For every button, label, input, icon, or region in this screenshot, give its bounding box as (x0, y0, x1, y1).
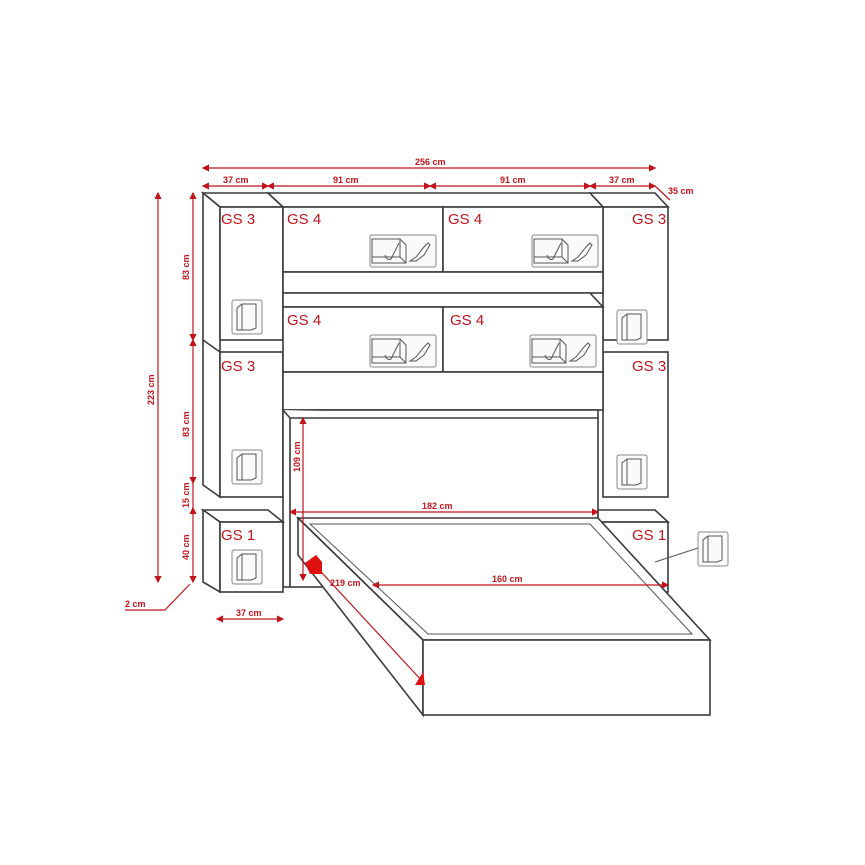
door-icon (697, 531, 729, 567)
module-label: GS 3 (221, 211, 255, 228)
module-label: GS 3 (632, 358, 666, 375)
module-label: GS 4 (448, 211, 482, 228)
drawer-icon (531, 234, 599, 268)
dimension-lines (125, 164, 671, 685)
door-icon (231, 449, 263, 485)
door-icon (231, 299, 263, 335)
dim-total-width: 256 cm (415, 157, 446, 167)
dim-label: 37 cm (223, 175, 249, 185)
drawer-icon (369, 334, 437, 368)
module-label: GS 1 (221, 527, 255, 544)
door-icon (231, 549, 263, 585)
module-label: GS 4 (287, 312, 321, 329)
module-label: GS 1 (632, 527, 666, 544)
drawer-icon (369, 234, 437, 268)
dim-label: 37 cm (236, 608, 262, 618)
module-label: GS 3 (221, 358, 255, 375)
dim-label: 83 cm (181, 254, 191, 280)
dim-label: 160 cm (492, 574, 523, 584)
module-label: GS 3 (632, 211, 666, 228)
dim-label: 109 cm (292, 441, 302, 472)
wall-units (265, 192, 605, 411)
dim-label: 219 cm (330, 578, 361, 588)
dim-label: 2 cm (125, 599, 146, 609)
door-icon (616, 309, 648, 345)
dim-label: 91 cm (500, 175, 526, 185)
dim-total-height: 223 cm (146, 374, 156, 405)
door-icon (616, 454, 648, 490)
dim-label: 83 cm (181, 411, 191, 437)
bed-frame (296, 516, 712, 718)
drawer-icon (529, 334, 597, 368)
dim-label: 15 cm (181, 482, 191, 508)
nightstand-left (200, 508, 286, 594)
left-tall-cabinet (200, 191, 286, 499)
module-label: GS 4 (287, 211, 321, 228)
dim-label: 91 cm (333, 175, 359, 185)
dim-label: 35 cm (668, 186, 694, 196)
arrow-icon (305, 555, 322, 574)
dim-label: 182 cm (422, 501, 453, 511)
arrow-icon (415, 672, 425, 685)
dim-label: 37 cm (609, 175, 635, 185)
module-label: GS 4 (450, 312, 484, 329)
dim-label: 40 cm (181, 534, 191, 560)
